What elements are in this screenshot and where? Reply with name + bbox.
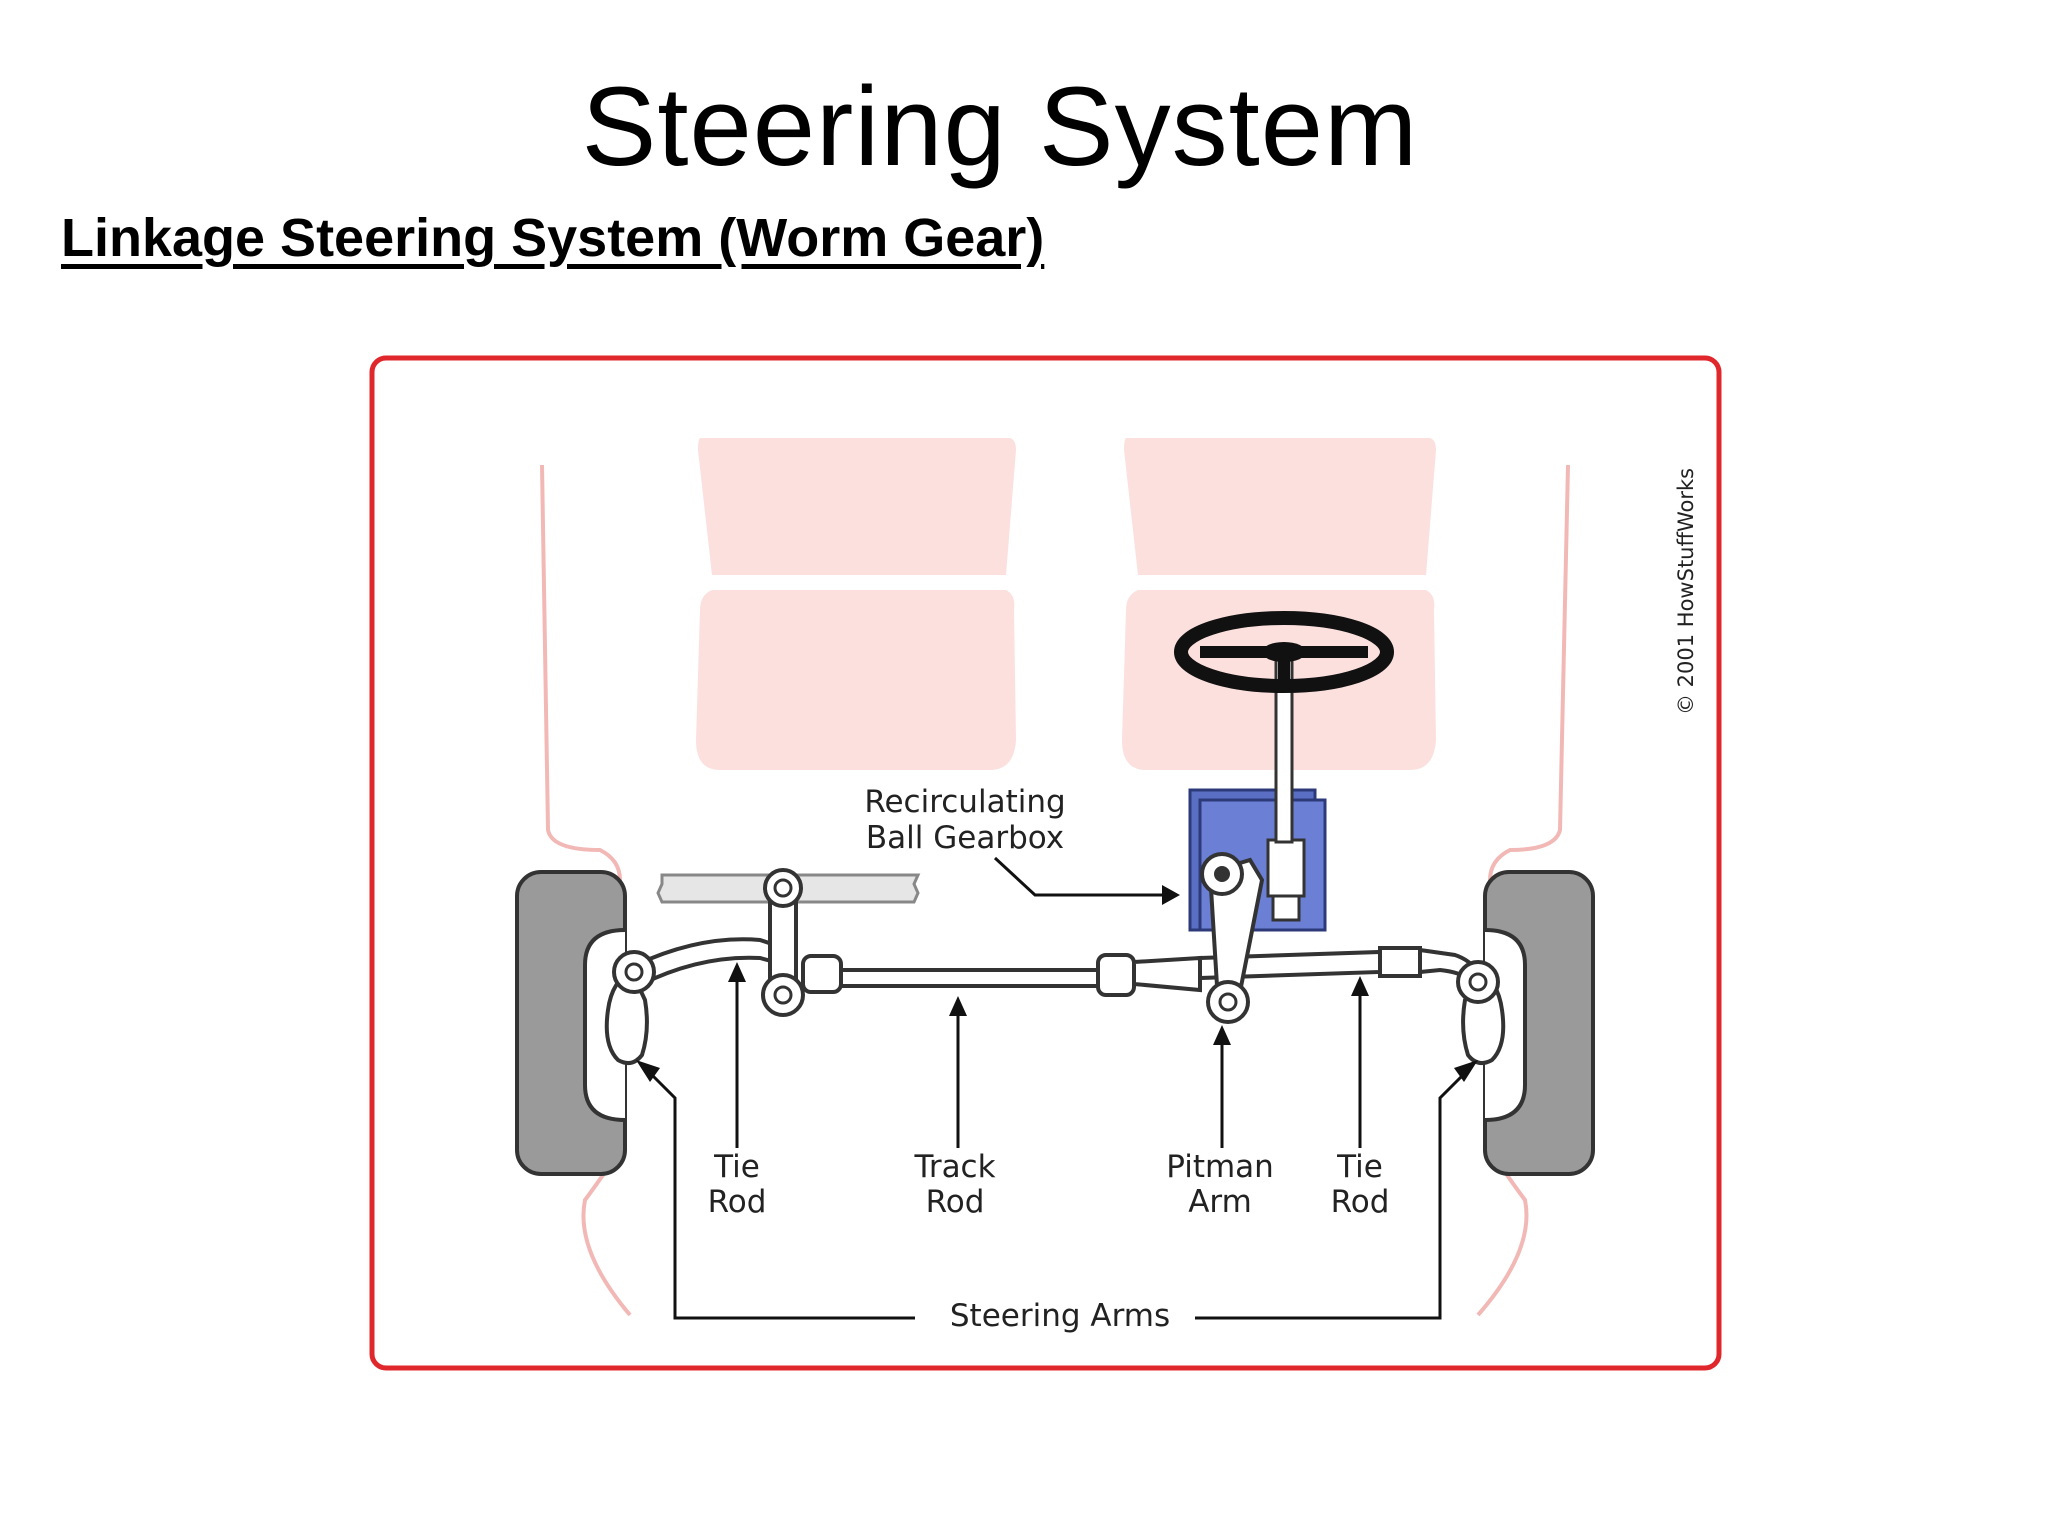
label-tie-rod-left-line1: Tie <box>713 1149 760 1185</box>
idler-arm <box>761 868 805 1017</box>
slide-subtitle: Linkage Steering System (Worm Gear) <box>61 208 1045 268</box>
pitman-arm <box>1200 852 1265 1024</box>
label-track-rod-line1: Track <box>913 1149 995 1185</box>
label-tie-rod-right-line1: Tie <box>1336 1149 1383 1185</box>
slide-title: Steering System <box>581 64 1419 189</box>
diagram-frame <box>369 355 1722 1371</box>
label-tie-rod-right-line2: Rod <box>1331 1184 1390 1220</box>
track-rod <box>801 953 1202 997</box>
label-gearbox-line1: Recirculating <box>864 784 1065 820</box>
leader-gearbox <box>993 856 1165 897</box>
leader-steering-arms <box>643 1066 1472 1320</box>
copyright-text: © 2001 HowStuffWorks <box>1674 468 1698 715</box>
ball-joint-pin <box>624 962 644 982</box>
seat-back-right <box>1124 438 1436 575</box>
steering-wheel <box>1174 611 1394 693</box>
label-gearbox-line2: Ball Gearbox <box>866 820 1064 856</box>
label-track-rod-line2: Rod <box>926 1184 985 1220</box>
seat-base-left <box>696 590 1016 770</box>
steering-arm-left <box>604 969 649 1066</box>
label-tie-rod-left-line2: Rod <box>708 1184 767 1220</box>
arrow-steering-arm-right <box>1454 1060 1478 1082</box>
seat-back-left <box>698 438 1016 575</box>
label-steering-arms: Steering Arms <box>950 1298 1170 1334</box>
arrow-gearbox <box>1162 885 1180 905</box>
arrow-steering-arm-left <box>636 1060 660 1082</box>
arrow-track-rod <box>949 996 967 1016</box>
label-pitman-arm-line1: Pitman <box>1166 1149 1274 1185</box>
label-pitman-arm-line2: Arm <box>1188 1184 1252 1220</box>
arrow-tie-rod-left <box>728 962 746 982</box>
arrow-pitman-arm <box>1213 1025 1231 1045</box>
arrow-tie-rod-right <box>1351 976 1369 996</box>
